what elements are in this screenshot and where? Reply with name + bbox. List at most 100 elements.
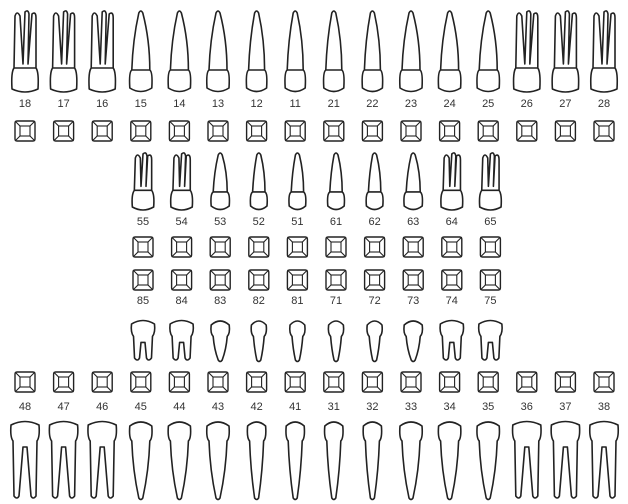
tooth-38-molar[interactable]: [590, 422, 619, 499]
surface-chart-17[interactable]: [54, 121, 74, 141]
surface-chart-16[interactable]: [92, 121, 112, 141]
tooth-24-premolar[interactable]: [438, 11, 461, 92]
surface-chart-64[interactable]: [442, 270, 462, 290]
surface-chart-34[interactable]: [440, 372, 460, 392]
surface-chart-36[interactable]: [517, 372, 537, 392]
tooth-45-premolar[interactable]: [130, 422, 153, 500]
tooth-85-molar[interactable]: [131, 321, 154, 361]
tooth-11-incisor[interactable]: [285, 11, 306, 92]
surface-chart-62[interactable]: [365, 237, 385, 257]
tooth-74-molar[interactable]: [440, 321, 463, 361]
tooth-46-molar[interactable]: [88, 422, 117, 499]
tooth-52-incisor[interactable]: [250, 153, 267, 210]
tooth-25-premolar[interactable]: [477, 11, 500, 92]
surface-chart-27[interactable]: [555, 121, 575, 141]
surface-chart-33[interactable]: [401, 372, 421, 392]
tooth-23-canine[interactable]: [400, 11, 423, 92]
tooth-53-canine[interactable]: [211, 153, 230, 210]
tooth-71-incisor[interactable]: [328, 321, 343, 362]
surface-chart-26[interactable]: [517, 121, 537, 141]
tooth-48-molar[interactable]: [11, 422, 40, 499]
tooth-41-incisor[interactable]: [286, 422, 305, 500]
surface-chart-22[interactable]: [362, 121, 382, 141]
surface-chart-52[interactable]: [249, 270, 269, 290]
tooth-15-premolar[interactable]: [130, 11, 153, 92]
surface-chart-25[interactable]: [478, 121, 498, 141]
surface-chart-31[interactable]: [324, 372, 344, 392]
tooth-55-molar[interactable]: [132, 153, 154, 210]
tooth-51-incisor[interactable]: [289, 153, 306, 210]
tooth-83-canine[interactable]: [211, 321, 230, 362]
tooth-35-premolar[interactable]: [477, 422, 500, 500]
tooth-21-incisor[interactable]: [324, 11, 345, 92]
surface-chart-44[interactable]: [169, 372, 189, 392]
surface-chart-21[interactable]: [324, 121, 344, 141]
tooth-54-molar[interactable]: [171, 153, 193, 210]
surface-chart-63[interactable]: [403, 270, 423, 290]
tooth-73-canine[interactable]: [404, 321, 423, 362]
tooth-81-incisor[interactable]: [290, 321, 305, 362]
tooth-12-incisor[interactable]: [246, 11, 267, 92]
surface-chart-32[interactable]: [362, 372, 382, 392]
surface-chart-55[interactable]: [133, 237, 153, 257]
tooth-36-molar[interactable]: [513, 422, 542, 499]
surface-chart-43[interactable]: [208, 372, 228, 392]
surface-chart-14[interactable]: [169, 121, 189, 141]
tooth-75-molar[interactable]: [479, 321, 502, 361]
tooth-18-molar[interactable]: [12, 11, 39, 92]
surface-chart-24[interactable]: [440, 121, 460, 141]
surface-chart-18[interactable]: [15, 121, 35, 141]
tooth-47-molar[interactable]: [49, 422, 78, 499]
tooth-28-molar[interactable]: [591, 11, 618, 92]
tooth-16-molar[interactable]: [89, 11, 116, 92]
surface-chart-35[interactable]: [478, 372, 498, 392]
surface-chart-28[interactable]: [594, 121, 614, 141]
tooth-44-premolar[interactable]: [168, 422, 191, 500]
tooth-43-canine[interactable]: [207, 422, 230, 500]
surface-chart-64[interactable]: [442, 237, 462, 257]
surface-chart-61[interactable]: [326, 270, 346, 290]
surface-chart-41[interactable]: [285, 372, 305, 392]
tooth-37-molar[interactable]: [551, 422, 580, 499]
tooth-32-incisor[interactable]: [363, 422, 382, 500]
surface-chart-55[interactable]: [133, 270, 153, 290]
surface-chart-65[interactable]: [480, 270, 500, 290]
surface-chart-46[interactable]: [92, 372, 112, 392]
surface-chart-47[interactable]: [54, 372, 74, 392]
tooth-31-incisor[interactable]: [325, 422, 344, 500]
surface-chart-54[interactable]: [172, 237, 192, 257]
tooth-13-canine[interactable]: [207, 11, 230, 92]
surface-chart-37[interactable]: [555, 372, 575, 392]
surface-chart-12[interactable]: [247, 121, 267, 141]
tooth-26-molar[interactable]: [514, 11, 541, 92]
tooth-14-premolar[interactable]: [168, 11, 191, 92]
tooth-63-canine[interactable]: [404, 153, 423, 210]
surface-chart-11[interactable]: [285, 121, 305, 141]
tooth-82-incisor[interactable]: [251, 321, 266, 362]
tooth-65-molar[interactable]: [479, 153, 501, 210]
surface-chart-62[interactable]: [365, 270, 385, 290]
tooth-64-molar[interactable]: [441, 153, 463, 210]
tooth-17-molar[interactable]: [50, 11, 77, 92]
surface-chart-63[interactable]: [403, 237, 423, 257]
tooth-27-molar[interactable]: [552, 11, 579, 92]
surface-chart-48[interactable]: [15, 372, 35, 392]
surface-chart-23[interactable]: [401, 121, 421, 141]
surface-chart-51[interactable]: [287, 237, 307, 257]
surface-chart-38[interactable]: [594, 372, 614, 392]
surface-chart-51[interactable]: [287, 270, 307, 290]
tooth-34-premolar[interactable]: [438, 422, 461, 500]
surface-chart-45[interactable]: [131, 372, 151, 392]
surface-chart-65[interactable]: [480, 237, 500, 257]
tooth-84-molar[interactable]: [170, 321, 193, 361]
surface-chart-54[interactable]: [172, 270, 192, 290]
tooth-42-incisor[interactable]: [247, 422, 266, 500]
surface-chart-42[interactable]: [247, 372, 267, 392]
surface-chart-53[interactable]: [210, 270, 230, 290]
surface-chart-13[interactable]: [208, 121, 228, 141]
tooth-33-canine[interactable]: [400, 422, 423, 500]
surface-chart-53[interactable]: [210, 237, 230, 257]
surface-chart-61[interactable]: [326, 237, 346, 257]
tooth-22-incisor[interactable]: [362, 11, 383, 92]
tooth-62-incisor[interactable]: [366, 153, 383, 210]
